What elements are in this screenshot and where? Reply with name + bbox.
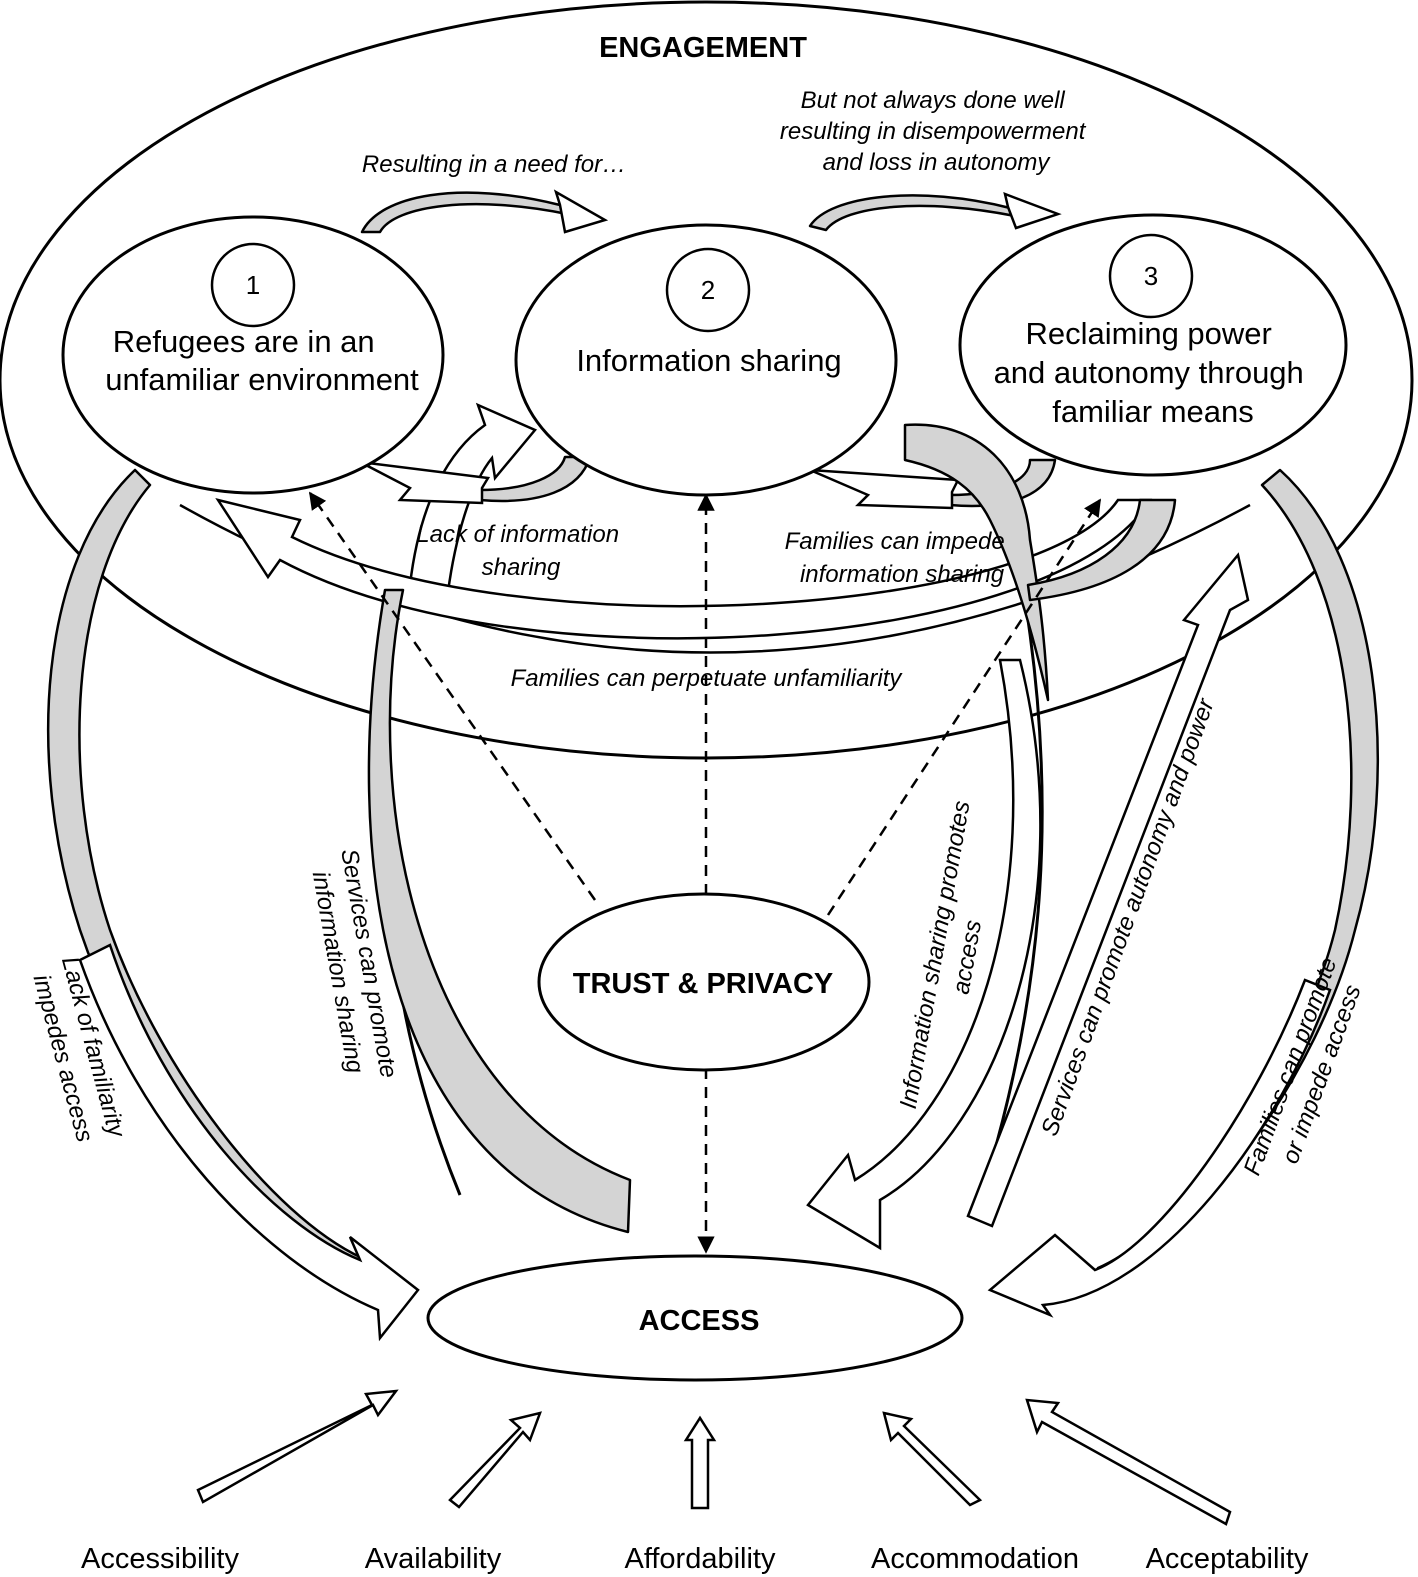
node-3-label: Reclaiming power and autonomy through fa… — [994, 316, 1313, 429]
swoosh-node3-down — [903, 423, 1177, 702]
node-3-number-circle — [1108, 233, 1194, 319]
access-ellipse — [426, 1254, 964, 1382]
node-1-number: 1 — [246, 270, 260, 300]
arrow-2-to-3 — [808, 192, 1062, 232]
node-2-ellipse — [514, 223, 898, 497]
dimension-labels: Accessibility Availability Affordability… — [81, 1543, 1309, 1575]
arrow-availability — [448, 1411, 542, 1509]
engagement-title: ENGAGEMENT — [599, 32, 807, 64]
annotation-perpetuate: Families can perpetuate unfamiliarity — [511, 665, 904, 692]
node-2-label: Information sharing — [576, 343, 841, 378]
annotation-need: Resulting in a need for… — [362, 151, 626, 178]
annotation-not-well: But not always done well resulting in di… — [780, 87, 1092, 176]
node-2-number: 2 — [701, 275, 715, 305]
node-3-number: 3 — [1144, 261, 1158, 291]
arrow-acceptability — [1025, 1398, 1232, 1526]
arrow-lack-information-sharing — [359, 455, 592, 505]
dimension-affordability: Affordability — [625, 1543, 776, 1575]
arrow-families-promote — [987, 468, 1379, 1318]
dimension-acceptability: Acceptability — [1146, 1543, 1309, 1575]
trust-privacy-label: TRUST & PRIVACY — [573, 968, 833, 1000]
arrow-accessibility — [196, 1389, 399, 1504]
arrow-perpetuate-unfamiliarity — [215, 498, 1153, 640]
annotation-lack-info: Lack of information sharing — [416, 521, 625, 581]
trust-privacy-ellipse — [537, 892, 871, 1072]
arrow-services-autonomy — [966, 552, 1250, 1228]
annotation-families-promote: Families can promote or impede access — [1239, 948, 1375, 1190]
dimension-accommodation: Accommodation — [871, 1543, 1079, 1575]
dash-trust-to-3 — [826, 498, 1102, 916]
bowl-right-side — [978, 599, 1044, 1201]
node-2-number-circle — [665, 247, 751, 333]
arrow-accommodation — [882, 1411, 983, 1507]
arrow-bowl-to-info-left — [408, 402, 538, 594]
arrow-1-to-2 — [360, 189, 609, 234]
dimension-availability: Availability — [365, 1543, 502, 1575]
swoosh-services-info — [367, 588, 632, 1234]
access-label: ACCESS — [639, 1305, 760, 1337]
arrow-info-promotes-access — [806, 658, 1042, 1251]
node-1-label: Refugees are in an unfamiliar environmen… — [105, 324, 419, 397]
annotation-services-autonomy: Services can promote autonomy and power — [1036, 694, 1220, 1139]
annotation-families-impede: Families can impede information sharing — [785, 528, 1012, 588]
node-1-number-circle — [210, 242, 296, 328]
dash-trust-to-1 — [308, 491, 597, 901]
node-1-ellipse — [61, 215, 445, 495]
dimension-arrows — [196, 1389, 1232, 1526]
node-3-ellipse — [958, 213, 1348, 477]
arrow-affordability — [683, 1415, 717, 1510]
dimension-accessibility: Accessibility — [81, 1543, 239, 1575]
arrow-lack-familiarity — [46, 468, 420, 1342]
